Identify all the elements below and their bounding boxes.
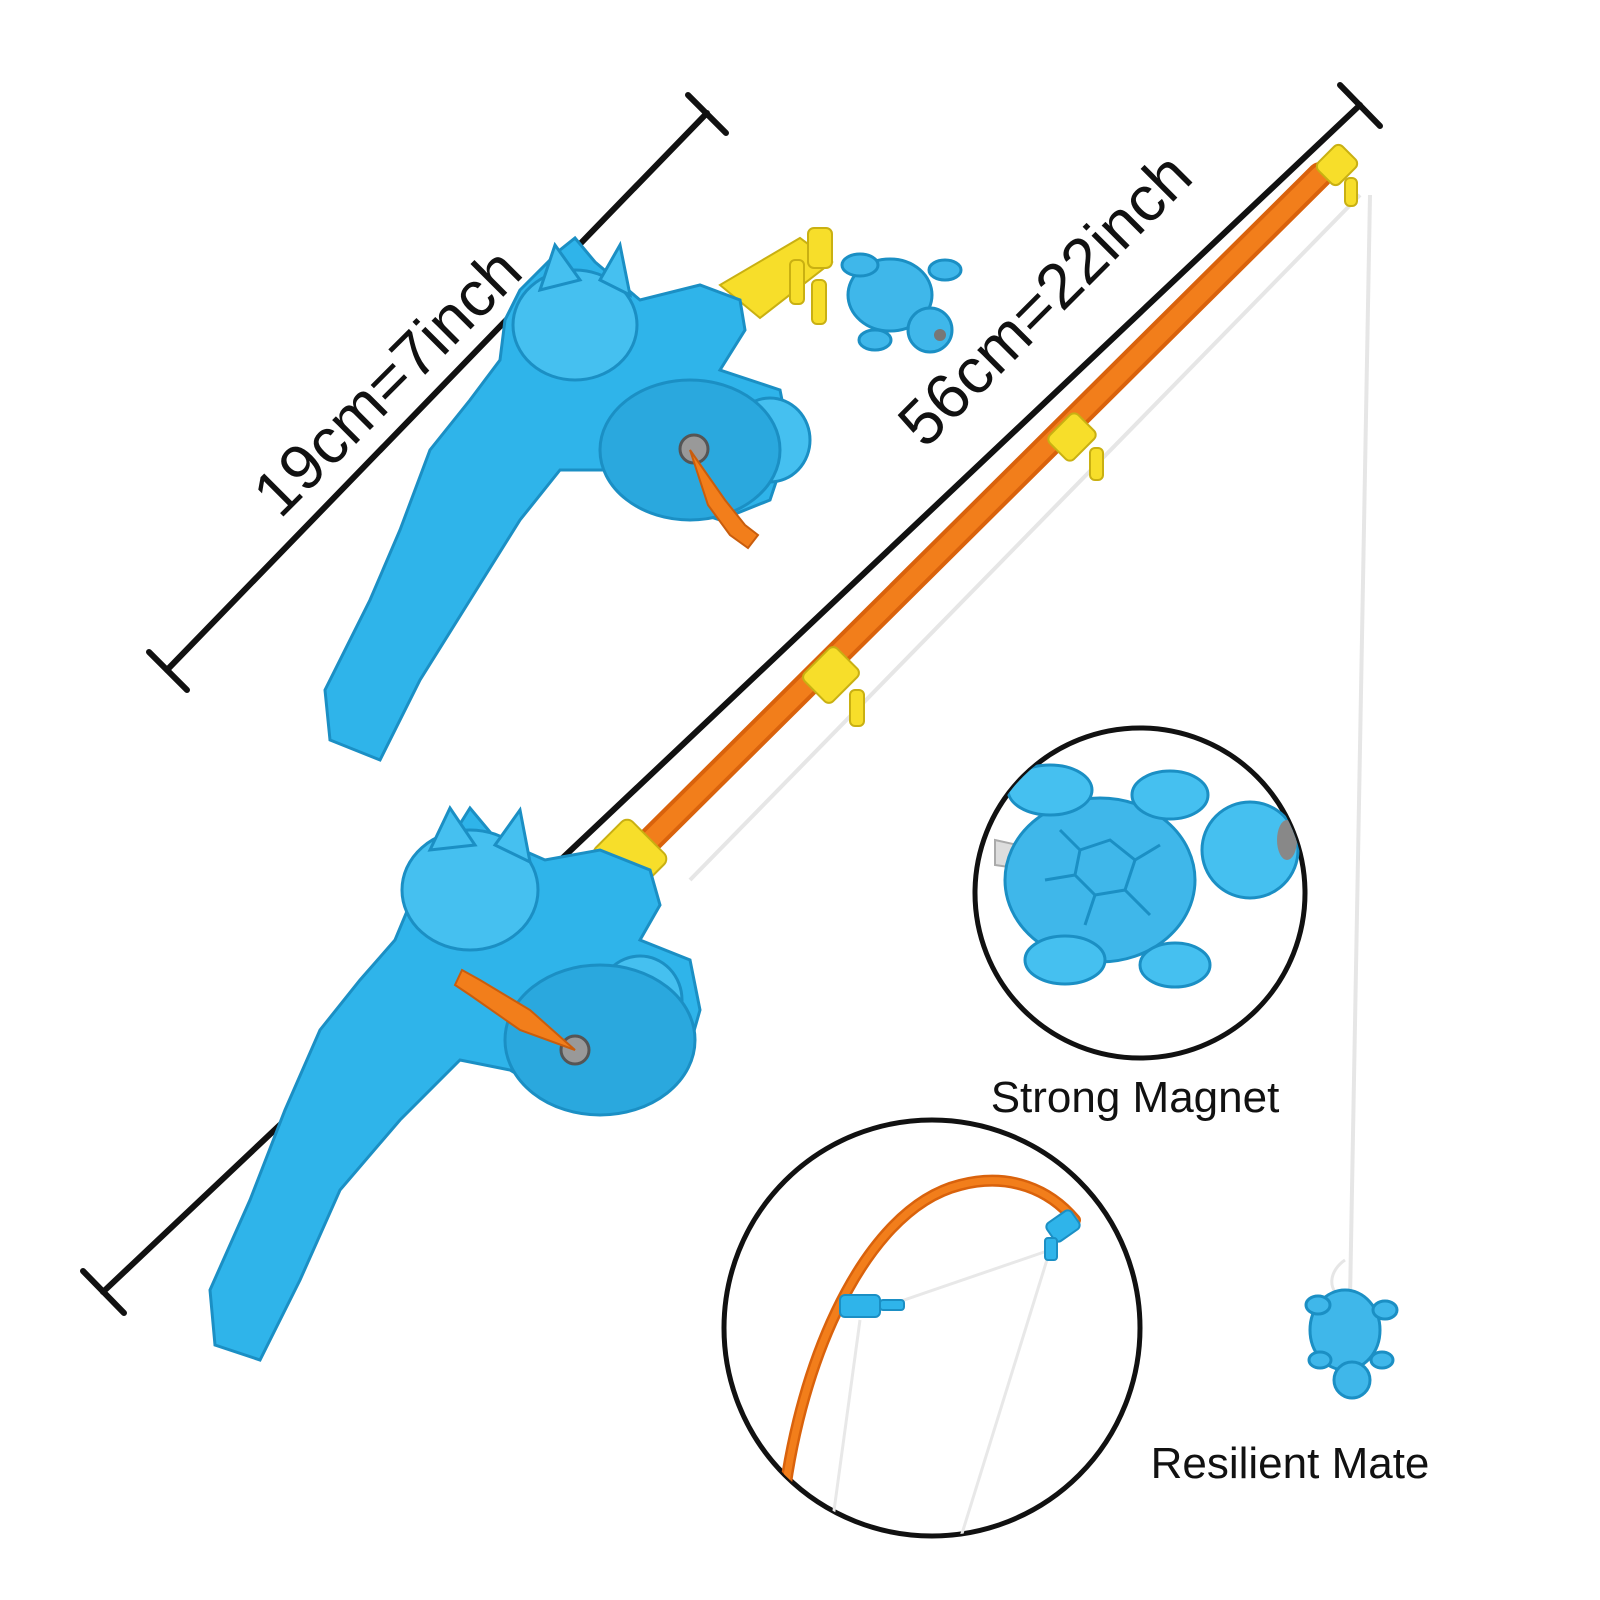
rod-line-guides	[802, 143, 1359, 727]
short-rod-dimension-bar	[146, 92, 729, 693]
long-rod-reel-icon	[453, 963, 697, 1117]
short-rod-tip-guide	[718, 227, 834, 325]
magnet-detail-inset	[972, 725, 1308, 1061]
rod-caption: Resilient Mate	[1151, 1439, 1430, 1488]
large-turtle-magnet-icon	[994, 763, 1300, 989]
fishing-line	[688, 193, 1372, 1301]
dangling-turtle-magnet-icon	[1304, 1258, 1399, 1400]
reel-crank-icon	[598, 378, 782, 550]
rod-flex-detail-inset	[721, 1117, 1143, 1539]
long-fishing-rod	[208, 143, 1399, 1400]
short-fishing-rod	[323, 227, 963, 762]
bent-rod-icon	[774, 1174, 1081, 1536]
turtle-magnet-icon	[840, 252, 963, 354]
magnet-caption: Strong Magnet	[991, 1073, 1280, 1122]
rod-shaft	[617, 162, 1333, 873]
